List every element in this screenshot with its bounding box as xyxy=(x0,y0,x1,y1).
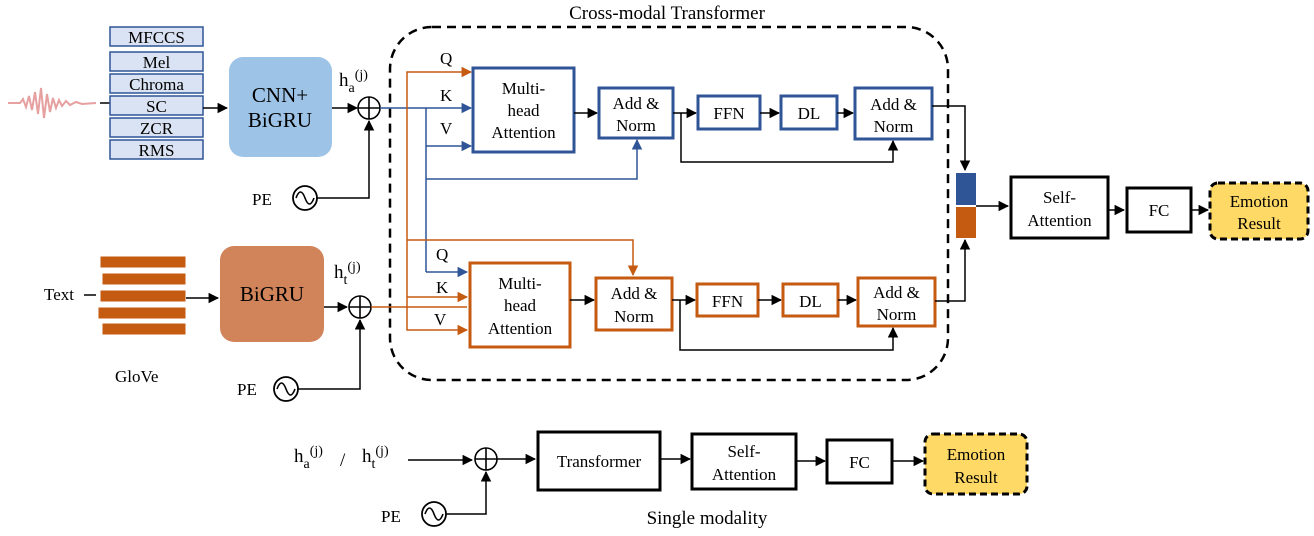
bottom-addnorm2-line2: Norm xyxy=(877,305,917,324)
glove-embedding-stack xyxy=(97,255,187,336)
fusion-self-attention-block xyxy=(1009,175,1110,240)
bigru-encoder xyxy=(220,246,324,342)
text-positional-add-icon xyxy=(348,295,372,319)
single-sa-line1: Self- xyxy=(727,442,760,461)
bottom-mha-line2: head xyxy=(504,296,537,315)
embedding-bar xyxy=(101,322,187,336)
audio-waveform-icon xyxy=(8,87,97,119)
cnn-bigru-label-line2: BiGRU xyxy=(248,108,312,132)
top-mha-line3: Attention xyxy=(491,123,556,142)
top-mha-line2: head xyxy=(507,101,540,120)
feature-box xyxy=(109,51,204,72)
single-pe-label: PE xyxy=(381,507,401,526)
bottom-addnorm1-line2: Norm xyxy=(614,307,654,326)
top-dl-block xyxy=(779,94,839,131)
cnn-bigru-encoder xyxy=(229,57,332,157)
bottom-add-norm-block-2 xyxy=(856,276,937,328)
top-v-label: V xyxy=(440,119,453,138)
feature-label: Mel xyxy=(143,53,171,72)
single-emotion-result xyxy=(923,432,1029,496)
single-result-line2: Result xyxy=(954,468,998,487)
text-hidden-state-label: ht(j) xyxy=(334,260,361,288)
text-pe-label: PE xyxy=(237,380,257,399)
top-q-label: Q xyxy=(440,49,452,68)
embedding-bar xyxy=(99,289,187,303)
top-dl-label: DL xyxy=(798,104,821,123)
single-input-separator: / xyxy=(340,450,346,471)
bigru-label: BiGRU xyxy=(240,282,304,306)
fusion-sa-line2: Attention xyxy=(1027,211,1092,230)
top-addnorm1-line1: Add & xyxy=(613,94,660,113)
text-sine-wave-icon xyxy=(273,376,299,402)
feature-label: MFCCS xyxy=(128,28,185,47)
top-addnorm2-line2: Norm xyxy=(874,117,914,136)
audio-pe-label: PE xyxy=(252,190,272,209)
fusion-result-line1: Emotion xyxy=(1230,192,1289,211)
bottom-addnorm2-line1: Add & xyxy=(873,283,920,302)
text-feature-concat-block xyxy=(956,207,976,238)
fusion-result-line2: Result xyxy=(1237,214,1281,233)
feature-label: RMS xyxy=(139,141,175,160)
feature-box xyxy=(109,95,204,116)
top-mha-line1: Multi- xyxy=(502,79,546,98)
feature-label: Chroma xyxy=(129,75,184,94)
bottom-v-label: V xyxy=(434,310,447,329)
single-transformer-label: Transformer xyxy=(557,452,642,471)
fusion-emotion-result xyxy=(1208,181,1310,241)
bottom-ffn-label: FFN xyxy=(712,292,743,311)
top-addnorm1-line2: Norm xyxy=(616,116,656,135)
top-add-norm-block-1 xyxy=(597,86,675,140)
text-input-label: Text xyxy=(44,285,74,304)
single-modality-title: Single modality xyxy=(647,508,768,529)
feature-label: SC xyxy=(146,97,167,116)
cross-modal-transformer-frame xyxy=(388,25,950,382)
single-fc-label: FC xyxy=(849,453,870,472)
single-sine-wave-icon xyxy=(421,501,447,527)
bottom-mha-line1: Multi- xyxy=(498,274,542,293)
audio-feature-list: MFCCS Mel Chroma SC ZCR RMS xyxy=(109,26,204,160)
single-sa-line2: Attention xyxy=(712,465,777,484)
audio-hidden-state-label: ha(j) xyxy=(339,68,368,96)
top-addnorm2-line1: Add & xyxy=(870,95,917,114)
cross-modal-transformer-title: Cross-modal Transformer xyxy=(569,3,765,24)
audio-positional-add-icon xyxy=(357,96,381,120)
embedding-bar xyxy=(97,306,187,320)
single-input-ha-label: ha(j) xyxy=(294,444,323,472)
cnn-bigru-label-line1: CNN+ xyxy=(252,83,308,107)
feature-box xyxy=(109,117,204,138)
bottom-mha-line3: Attention xyxy=(488,319,553,338)
bottom-addnorm1-line1: Add & xyxy=(611,284,658,303)
top-multihead-attention-block xyxy=(471,66,576,154)
fusion-sa-line1: Self- xyxy=(1043,188,1076,207)
top-ffn-label: FFN xyxy=(713,104,744,123)
feature-label: ZCR xyxy=(140,119,174,138)
feature-box xyxy=(109,26,204,47)
top-k-label: K xyxy=(440,86,453,105)
bottom-k-label: K xyxy=(436,278,449,297)
bottom-add-norm-block-1 xyxy=(594,276,674,332)
fusion-fc-label: FC xyxy=(1149,201,1170,220)
feature-box xyxy=(109,73,204,94)
glove-label: GloVe xyxy=(115,367,158,386)
embedding-bar xyxy=(99,255,187,269)
bottom-q-label: Q xyxy=(436,245,448,264)
bottom-dl-label: DL xyxy=(799,292,822,311)
single-transformer-block xyxy=(536,430,662,492)
single-input-ht-label: ht(j) xyxy=(362,444,389,472)
feature-box xyxy=(109,139,204,160)
top-add-norm-block-2 xyxy=(853,86,934,141)
single-result-line1: Emotion xyxy=(947,445,1006,464)
embedding-bar xyxy=(101,272,187,286)
single-positional-add-icon xyxy=(474,447,498,471)
top-ffn-block xyxy=(696,94,762,131)
audio-sine-wave-icon xyxy=(292,185,318,211)
audio-feature-concat-block xyxy=(956,173,976,205)
bottom-multihead-attention-block xyxy=(468,261,572,349)
